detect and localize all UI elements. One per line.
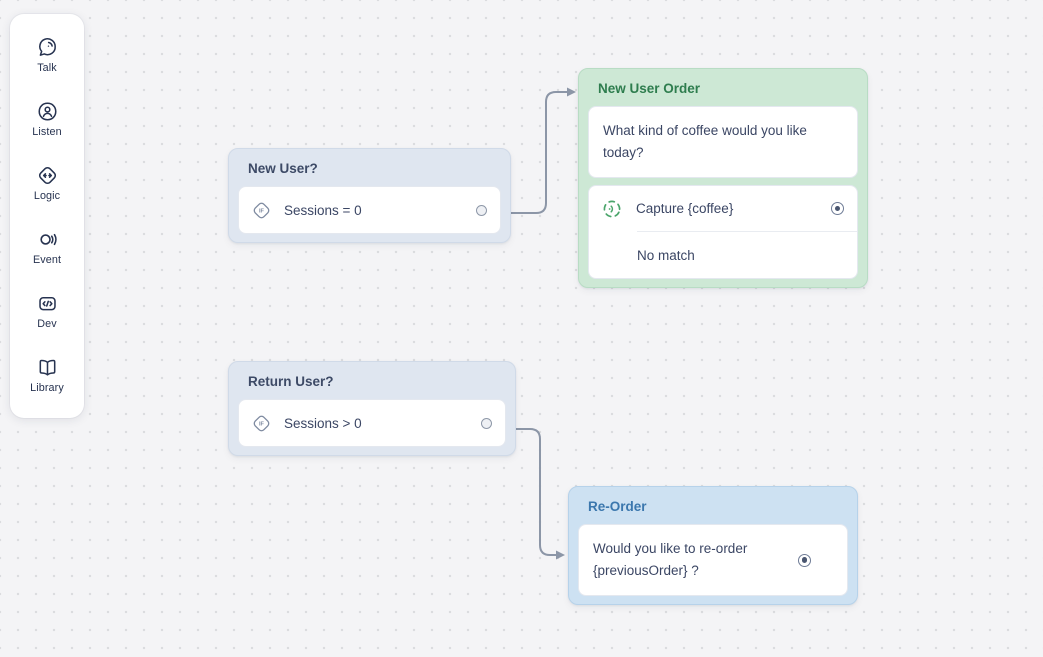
node-re-order[interactable]: Re-Order Would you like to re-order {pre… — [568, 486, 858, 605]
capture-output-port[interactable] — [831, 202, 844, 215]
node-return-user[interactable]: Return User? IF Sessions > 0 — [228, 361, 516, 456]
condition-label: Sessions = 0 — [284, 202, 362, 218]
message-output-port[interactable] — [798, 553, 811, 567]
logic-icon — [36, 164, 59, 187]
sidebar-item-library[interactable]: Library — [10, 343, 84, 407]
listen-icon — [36, 100, 59, 123]
library-icon — [36, 356, 59, 379]
if-condition-icon: IF — [252, 414, 271, 433]
sidebar-item-label: Talk — [37, 62, 57, 74]
sidebar-item-label: Dev — [37, 318, 57, 330]
capture-label: Capture {coffee} — [636, 201, 734, 216]
condition-step[interactable]: IF Sessions > 0 — [238, 399, 506, 447]
sidebar-item-dev[interactable]: Dev — [10, 279, 84, 343]
sidebar-item-logic[interactable]: Logic — [10, 151, 84, 215]
sidebar-item-event[interactable]: Event — [10, 215, 84, 279]
message-step[interactable]: What kind of coffee would you like today… — [588, 106, 858, 178]
event-icon — [36, 228, 59, 251]
edge-arrowhead — [556, 550, 565, 560]
dev-icon — [36, 292, 59, 315]
node-new-user-order[interactable]: New User Order What kind of coffee would… — [578, 68, 868, 288]
node-new-user[interactable]: New User? IF Sessions = 0 — [228, 148, 511, 243]
node-title: New User Order — [598, 81, 701, 96]
sidebar-item-label: Event — [32, 254, 62, 266]
svg-text:IF: IF — [259, 421, 265, 427]
svg-text:IF: IF — [259, 208, 265, 214]
sidebar-item-label: Logic — [33, 190, 61, 202]
condition-label: Sessions > 0 — [284, 415, 362, 431]
message-text: What kind of coffee would you like today… — [603, 123, 807, 160]
sidebar-item-label: Library — [30, 382, 64, 394]
sidebar-item-label: Listen — [32, 126, 62, 138]
node-title: New User? — [248, 161, 318, 176]
message-text: Would you like to re-order {previousOrde… — [593, 541, 748, 578]
capture-row[interactable]: Capture {coffee} — [589, 186, 857, 231]
edge-arrowhead — [567, 87, 576, 97]
no-match-row[interactable]: No match — [589, 232, 857, 278]
condition-step[interactable]: IF Sessions = 0 — [238, 186, 501, 234]
message-step[interactable]: Would you like to re-order {previousOrde… — [578, 524, 848, 596]
toolbar-sidebar: Talk Listen Logic — [10, 14, 84, 418]
if-condition-icon: IF — [252, 201, 271, 220]
output-port[interactable] — [481, 417, 492, 429]
node-title: Return User? — [248, 374, 334, 389]
output-port[interactable] — [476, 204, 487, 216]
node-title: Re-Order — [588, 499, 647, 514]
capture-step[interactable]: Capture {coffee} No match — [588, 185, 858, 279]
talk-icon — [36, 36, 59, 59]
no-match-label: No match — [637, 247, 695, 263]
capture-icon — [602, 199, 622, 219]
row-divider — [637, 231, 857, 232]
sidebar-item-listen[interactable]: Listen — [10, 87, 84, 151]
sidebar-item-talk[interactable]: Talk — [10, 23, 84, 87]
